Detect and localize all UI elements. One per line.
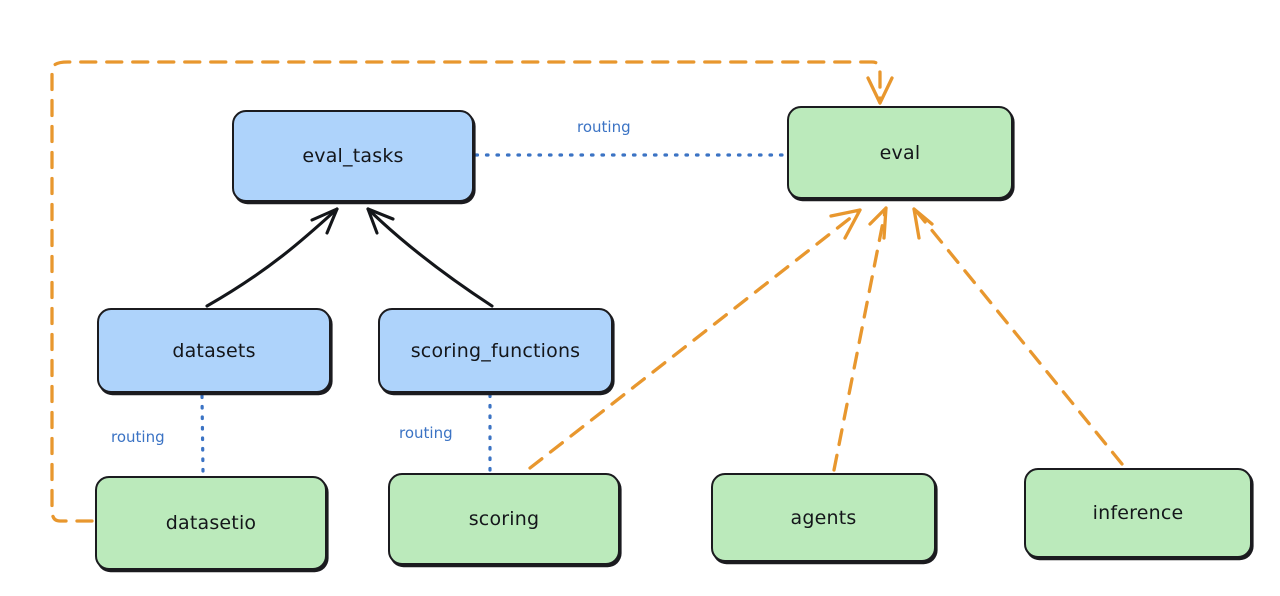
node-datasets[interactable]: datasets xyxy=(97,308,331,393)
node-label: datasetio xyxy=(165,512,257,534)
edge-scoring-functions-to-eval-tasks xyxy=(366,207,494,308)
node-eval[interactable]: eval xyxy=(787,106,1013,199)
node-label: agents xyxy=(790,506,857,529)
node-datasetio[interactable]: datasetio xyxy=(95,476,327,570)
node-label: inference xyxy=(1092,502,1184,524)
edge-label-routing-scoring-functions: routing xyxy=(399,424,453,442)
node-label: datasets xyxy=(172,339,256,362)
node-inference[interactable]: inference xyxy=(1024,468,1252,558)
edge-label-routing-datasets: routing xyxy=(111,428,165,446)
node-eval-tasks[interactable]: eval_tasks xyxy=(232,110,474,202)
node-label: scoring xyxy=(468,508,540,530)
node-scoring[interactable]: scoring xyxy=(388,473,620,565)
edge-datasets-to-datasetio xyxy=(200,394,205,474)
edge-datasets-to-eval-tasks xyxy=(205,207,339,308)
node-scoring-functions[interactable]: scoring_functions xyxy=(378,308,613,393)
edge-label-routing-eval-tasks: routing xyxy=(577,118,631,136)
node-label: eval xyxy=(879,141,921,164)
node-agents[interactable]: agents xyxy=(711,473,936,562)
edge-inference-to-eval xyxy=(912,207,1124,466)
node-label: scoring_functions xyxy=(410,339,581,362)
edge-agents-to-eval xyxy=(832,206,888,472)
node-label: eval_tasks xyxy=(302,145,404,167)
